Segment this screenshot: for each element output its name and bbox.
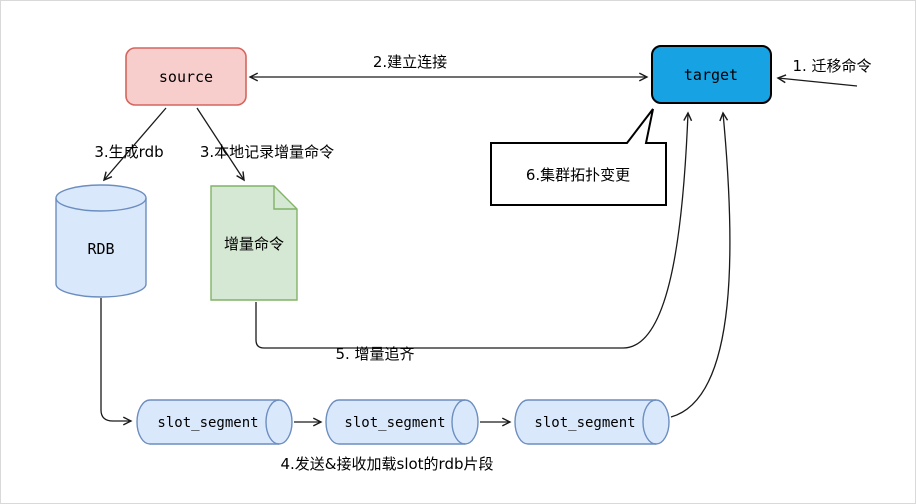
annotations: 2.建立连接 1. 迁移命令 3.生成rdb 3.本地记录增量命令 5. 增量追… (94, 53, 871, 473)
source-node: source (125, 47, 247, 106)
slot-segment-label: slot_segment (344, 415, 445, 431)
slot-segment-label: slot_segment (157, 415, 258, 431)
rdb-cylinder: RDB (55, 184, 147, 298)
target-label: target (684, 66, 738, 84)
rdb-label: RDB (87, 240, 114, 258)
topology-callout: 6.集群拓扑变更 (490, 108, 667, 206)
label-establish-connection: 2.建立连接 (373, 53, 447, 71)
slot-segment-label: slot_segment (534, 415, 635, 431)
record-incremental-arrow (196, 107, 245, 182)
edges (100, 72, 858, 427)
incremental-commands-document: 增量命令 (210, 185, 298, 301)
slot-segment-cylinder: slot_segment (136, 399, 293, 445)
topology-callout-label: 6.集群拓扑变更 (526, 166, 630, 184)
slot3-to-target-arrow (670, 111, 731, 418)
source-label: source (159, 68, 213, 86)
label-incremental-catchup: 5. 增量追齐 (335, 345, 414, 363)
target-node: target (651, 45, 772, 104)
label-generate-rdb: 3.生成rdb (94, 143, 163, 161)
generate-rdb-arrow (102, 107, 167, 182)
rdb-to-slot-arrow (100, 298, 133, 426)
incremental-catchup-arrow (255, 111, 693, 349)
migrate-command-arrow (776, 74, 858, 87)
label-record-incremental: 3.本地记录增量命令 (200, 143, 334, 161)
label-send-receive-slot: 4.发送&接收加载slot的rdb片段 (281, 455, 494, 473)
label-migrate-command: 1. 迁移命令 (792, 57, 871, 75)
incremental-doc-label: 增量命令 (224, 235, 284, 253)
slot-segment-cylinder: slot_segment (325, 399, 479, 445)
slot-segment-cylinder: slot_segment (514, 399, 670, 445)
